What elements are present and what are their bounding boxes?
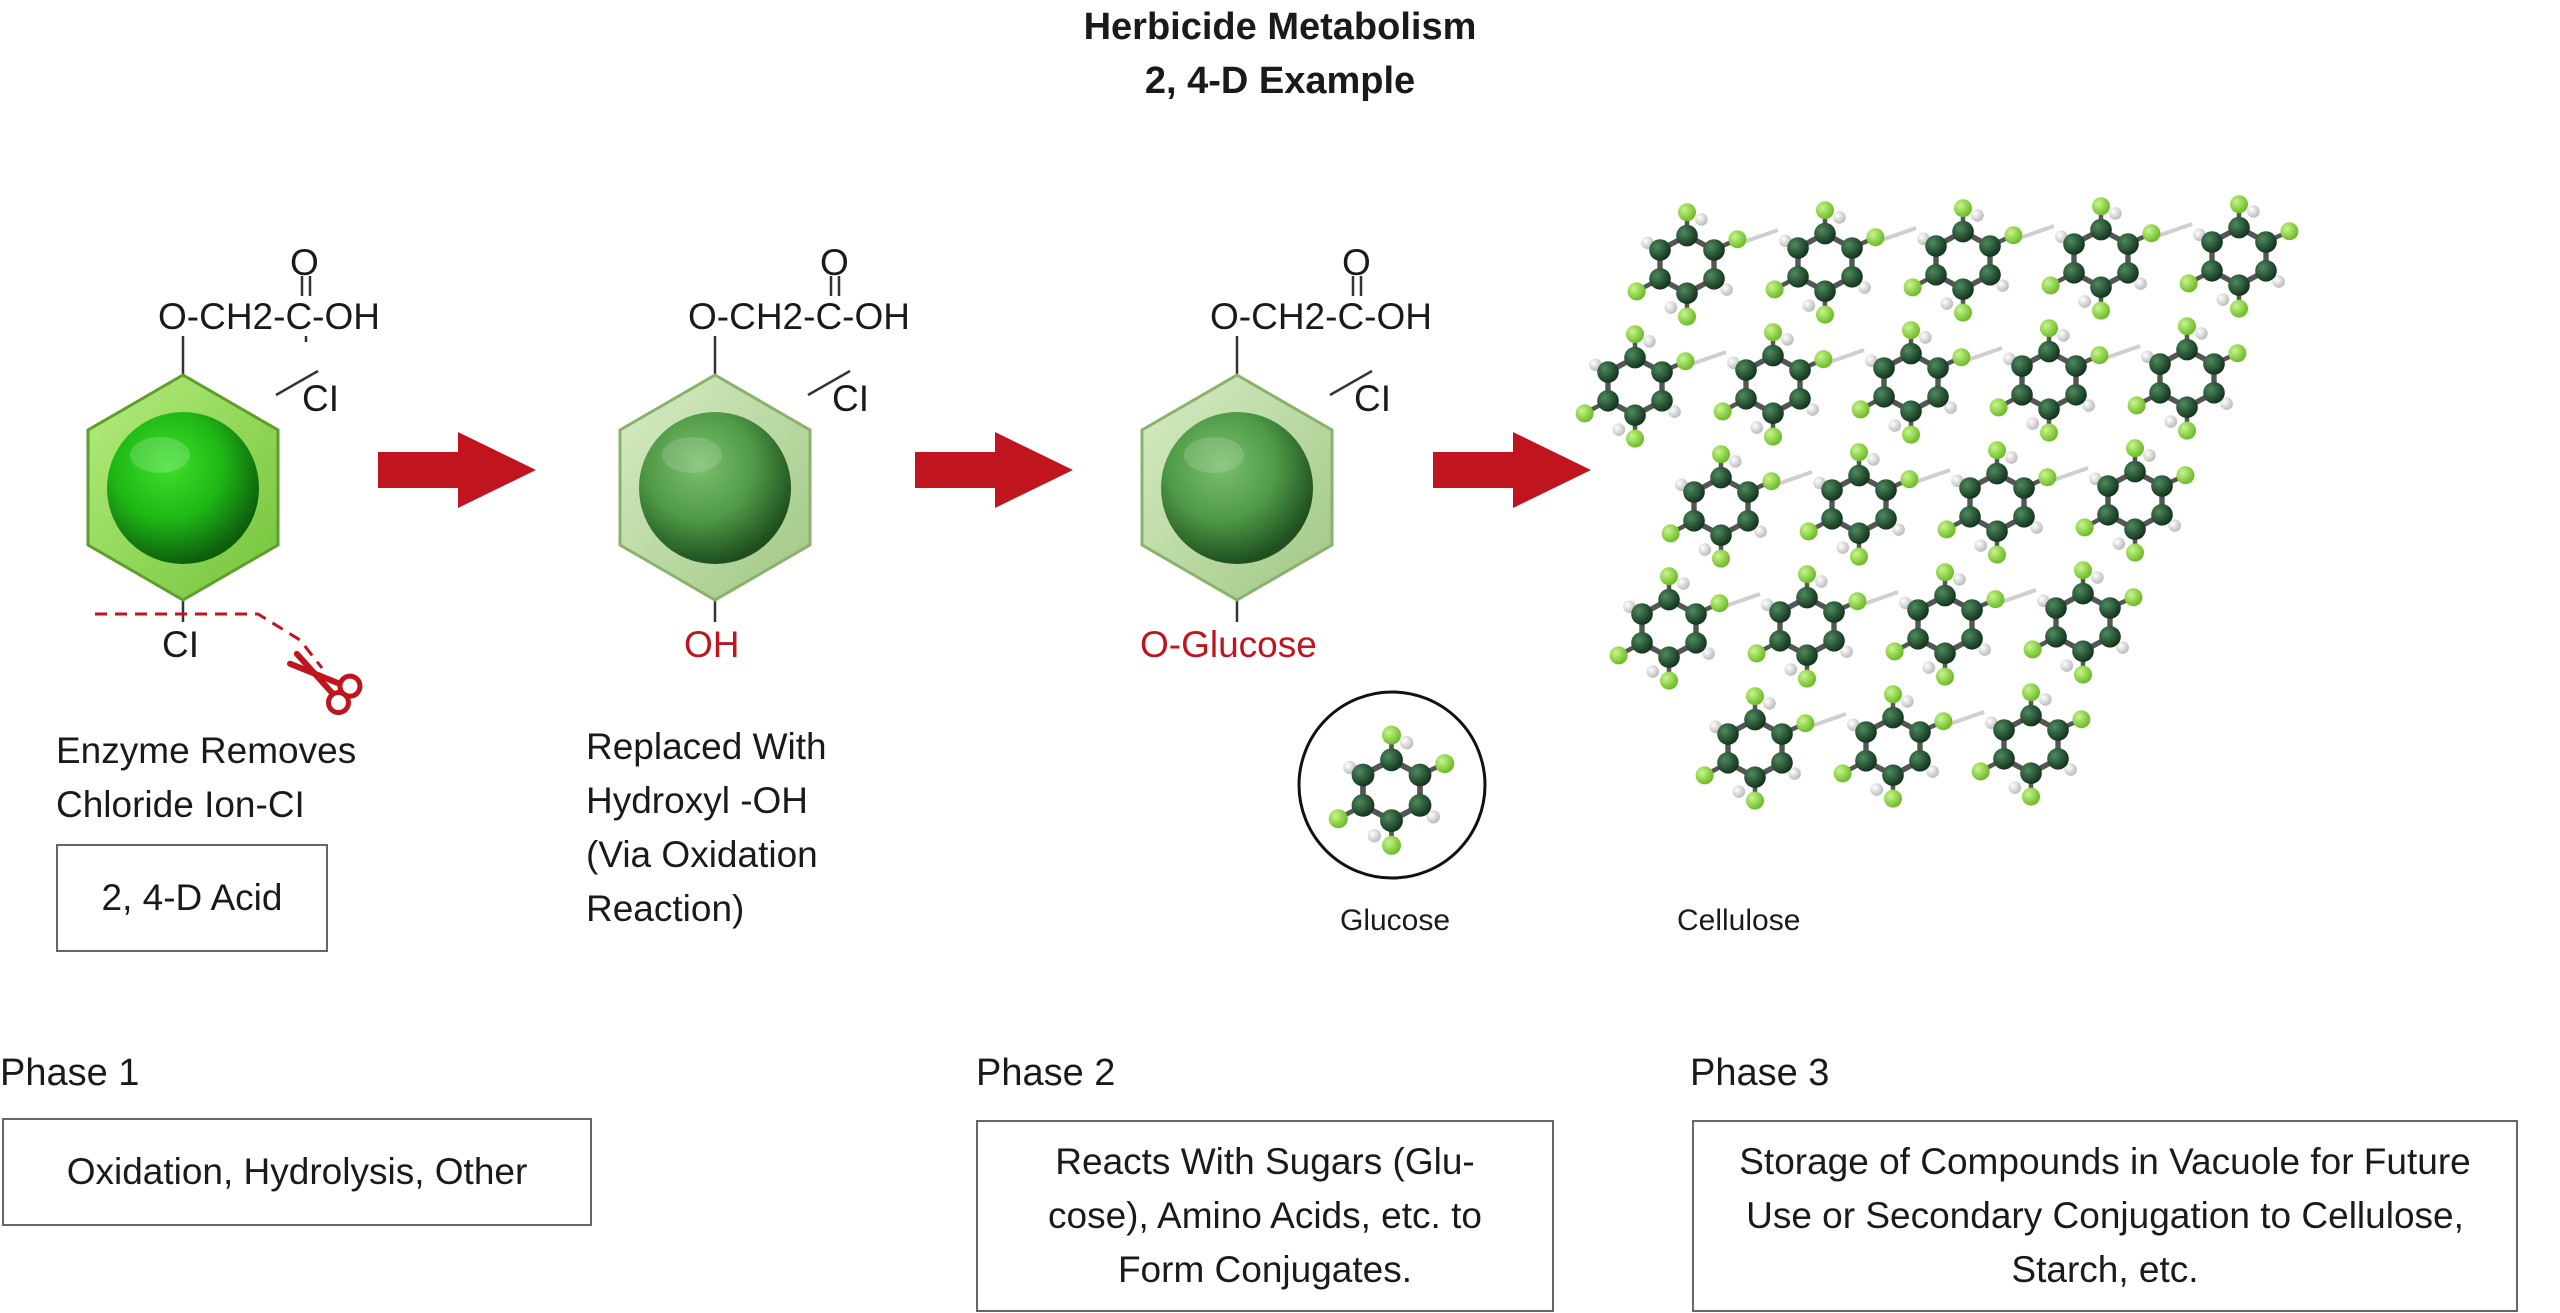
replacement-caption-line-2: Hydroxyl -OH xyxy=(586,780,809,821)
glucose-molecule-icon xyxy=(1297,690,1487,880)
phase-2-text-line: cose), Amino Acids, etc. to xyxy=(1048,1195,1482,1236)
cellulose-glucose-unit xyxy=(1990,319,2109,441)
aromatic-sphere-pale xyxy=(1161,412,1313,564)
cellulose-glucose-unit xyxy=(1748,565,1867,687)
cellulose-glucose-unit xyxy=(1886,563,2005,685)
side-chain-label: O-CH2-C-OH xyxy=(158,296,380,337)
molecule-2-4-d-acid xyxy=(86,276,319,622)
chlorine-label: CI xyxy=(302,378,339,419)
replacement-caption-line-4: Reaction) xyxy=(586,888,745,929)
cellulose-lattice-icon xyxy=(1576,195,2299,809)
molecule-hydroxylated xyxy=(618,276,851,622)
cellulose-glucose-unit xyxy=(1714,323,1833,445)
cellulose-glucose-unit xyxy=(1662,445,1781,567)
cellulose-glucose-unit xyxy=(2128,317,2247,439)
phase-3-text-line: Use or Secondary Conjugation to Cellulos… xyxy=(1746,1195,2464,1236)
enzyme-caption-line-1: Enzyme Removes xyxy=(56,730,357,771)
arrow-right-icon xyxy=(1433,432,1591,508)
removed-chlorine-label: CI xyxy=(162,624,199,665)
phase-3-text-line: Starch, etc. xyxy=(2011,1249,2199,1290)
cellulose-glucose-unit xyxy=(1938,441,2057,563)
arrow-right-icon xyxy=(915,432,1073,508)
cellulose-glucose-unit xyxy=(2180,195,2299,317)
cellulose-glucose-unit xyxy=(1834,685,1953,807)
carbonyl-oxygen-label: O xyxy=(290,242,319,283)
cellulose-glucose-unit xyxy=(2042,197,2161,319)
cellulose-glucose-unit xyxy=(2024,561,2143,683)
cellulose-glucose-unit xyxy=(2076,439,2195,561)
diagram-title: Herbicide Metabolism 2, 4-D Example xyxy=(0,0,2560,108)
cellulose-glucose-unit xyxy=(1766,201,1885,323)
carbonyl-oxygen-label: O xyxy=(1342,242,1371,283)
enzyme-cut-line xyxy=(95,612,324,669)
cellulose-glucose-unit xyxy=(1852,321,1971,443)
cellulose-glucose-unit xyxy=(1904,199,2023,321)
cellulose-label: Cellulose xyxy=(1677,904,1801,937)
scissors-icon xyxy=(286,650,363,716)
cellulose-glucose-unit xyxy=(1628,203,1747,325)
chlorine-label: CI xyxy=(832,378,869,419)
title-line-1: Herbicide Metabolism xyxy=(1083,6,1477,48)
phase-3-box: Storage of Compounds in Vacuole for Futu… xyxy=(1692,1120,2518,1312)
phase-1-label: Phase 1 xyxy=(0,1052,140,1094)
enzyme-caption-line-2: Chloride Ion-CI xyxy=(56,784,305,825)
aromatic-sphere-bright xyxy=(107,412,259,564)
compound-name-box: 2, 4-D Acid xyxy=(56,844,328,952)
cellulose-glucose-unit xyxy=(1972,683,2091,805)
title-line-2: 2, 4-D Example xyxy=(1144,60,1416,102)
phase-2-text-line: Form Conjugates. xyxy=(1117,1249,1413,1290)
cellulose-glucose-unit xyxy=(1800,443,1919,565)
replacement-caption-line-3: (Via Oxidation xyxy=(586,834,818,875)
side-chain-label: O-CH2-C-OH xyxy=(1210,296,1432,337)
phase-1-text: Oxidation, Hydrolysis, Other xyxy=(66,1151,528,1192)
cellulose-glucose-unit xyxy=(1696,687,1815,809)
arrow-right-icon xyxy=(378,432,536,508)
phase-2-text-line: Reacts With Sugars (Glu- xyxy=(1055,1141,1475,1182)
compound-name: 2, 4-D Acid xyxy=(101,877,283,918)
phase-3-label: Phase 3 xyxy=(1690,1052,1830,1094)
side-chain-label: O-CH2-C-OH xyxy=(688,296,910,337)
glucose-label: Glucose xyxy=(1340,904,1451,937)
chlorine-label: CI xyxy=(1354,378,1391,419)
phase-2-box: Reacts With Sugars (Glu- cose), Amino Ac… xyxy=(976,1120,1554,1312)
cellulose-glucose-unit xyxy=(1576,325,1695,447)
molecule-glucose-conjugate xyxy=(1140,276,1373,622)
cellulose-glucose-unit xyxy=(1610,567,1729,689)
phase-2-label: Phase 2 xyxy=(976,1052,1116,1094)
aromatic-sphere-pale xyxy=(639,412,791,564)
carbonyl-oxygen-label: O xyxy=(820,242,849,283)
phase-1-box: Oxidation, Hydrolysis, Other xyxy=(2,1118,592,1226)
glucose-group-label: O-Glucose xyxy=(1140,624,1317,665)
replacement-caption-line-1: Replaced With xyxy=(586,726,827,767)
hydroxyl-group-label: OH xyxy=(684,624,740,665)
phase-3-text-line: Storage of Compounds in Vacuole for Futu… xyxy=(1739,1141,2471,1182)
